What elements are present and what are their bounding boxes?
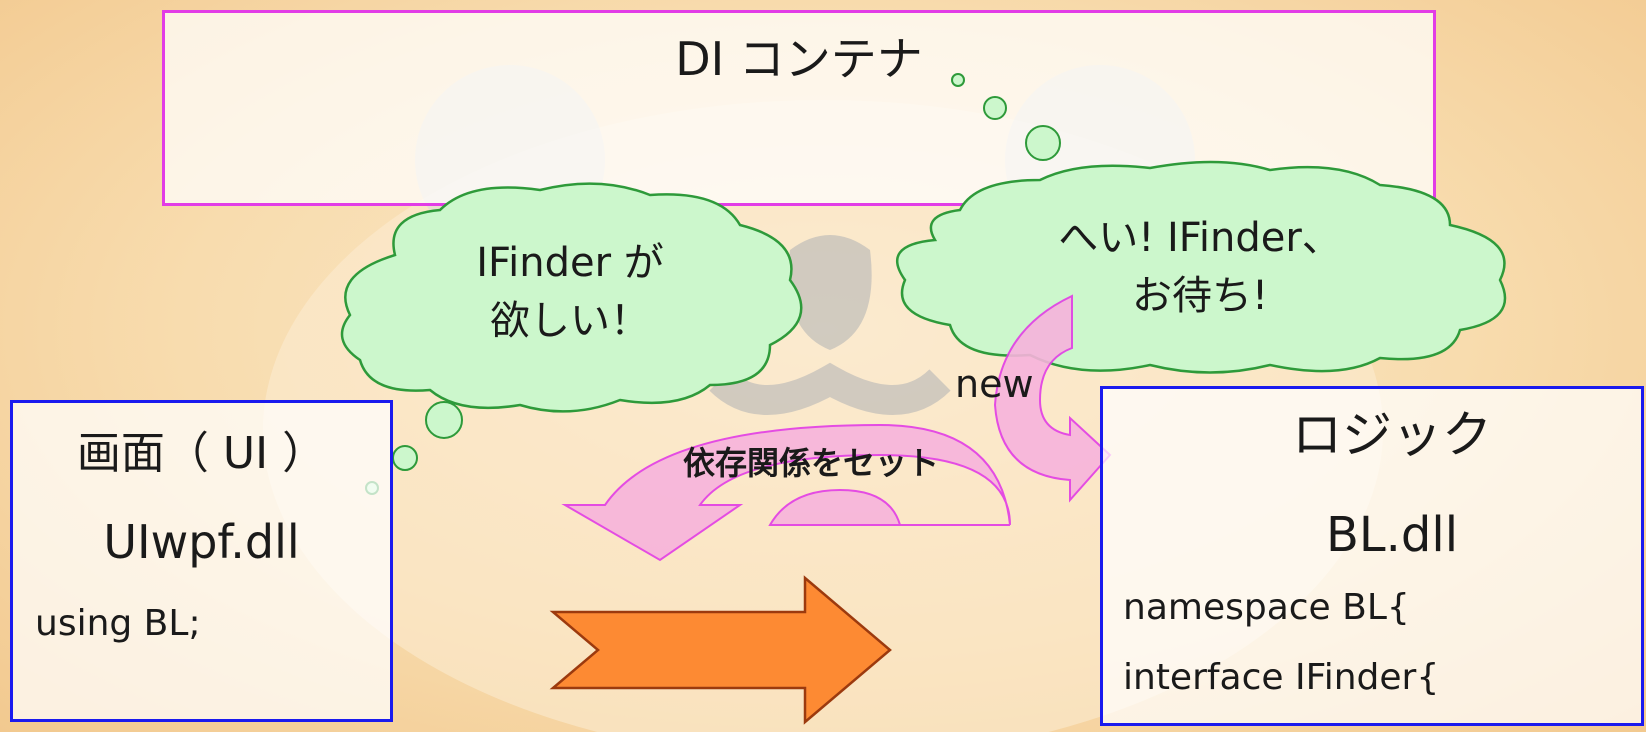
set-dependency-curved-arrow — [561, 423, 1011, 562]
bubble-right-line-1: へい! IFinder、 — [1058, 215, 1342, 261]
logic-box: ロジック BL.dll namespace BL{ interface IFin… — [1100, 386, 1644, 726]
bubble-right-line-2: お待ち! — [1131, 273, 1269, 319]
thought-dot — [951, 73, 965, 87]
block-arrow — [549, 575, 892, 725]
thought-dot — [425, 401, 463, 439]
bubble-left-line-2: 欲しい！ — [490, 298, 650, 344]
bubble-left-cloud — [340, 182, 803, 413]
bubble-left-line-1: IFinder が — [476, 240, 664, 286]
thought-dot — [392, 445, 418, 471]
logic-box-code-line-1: namespace BL{ — [1123, 587, 1410, 628]
logic-box-code-line-2: interface IFinder{ — [1123, 657, 1440, 698]
di-container-title: DI コンテナ — [675, 32, 923, 86]
new-label: new — [955, 362, 1034, 406]
ui-box-dll: UIwpf.dll — [103, 515, 300, 569]
ui-box-title: 画面（ UI ） — [76, 428, 327, 479]
set-dependency-label: 依存関係をセット — [683, 444, 940, 482]
logic-box-dll: BL.dll — [1325, 507, 1459, 563]
thought-dot — [983, 96, 1007, 120]
new-curved-arrow — [993, 294, 1112, 503]
thought-dot — [1025, 125, 1061, 161]
logic-box-title: ロジック — [1292, 406, 1492, 464]
ui-box-code: using BL; — [35, 603, 201, 644]
ui-box: 画面（ UI ） UIwpf.dll using BL; — [10, 400, 393, 722]
di-container-box: DI コンテナ — [162, 10, 1436, 206]
